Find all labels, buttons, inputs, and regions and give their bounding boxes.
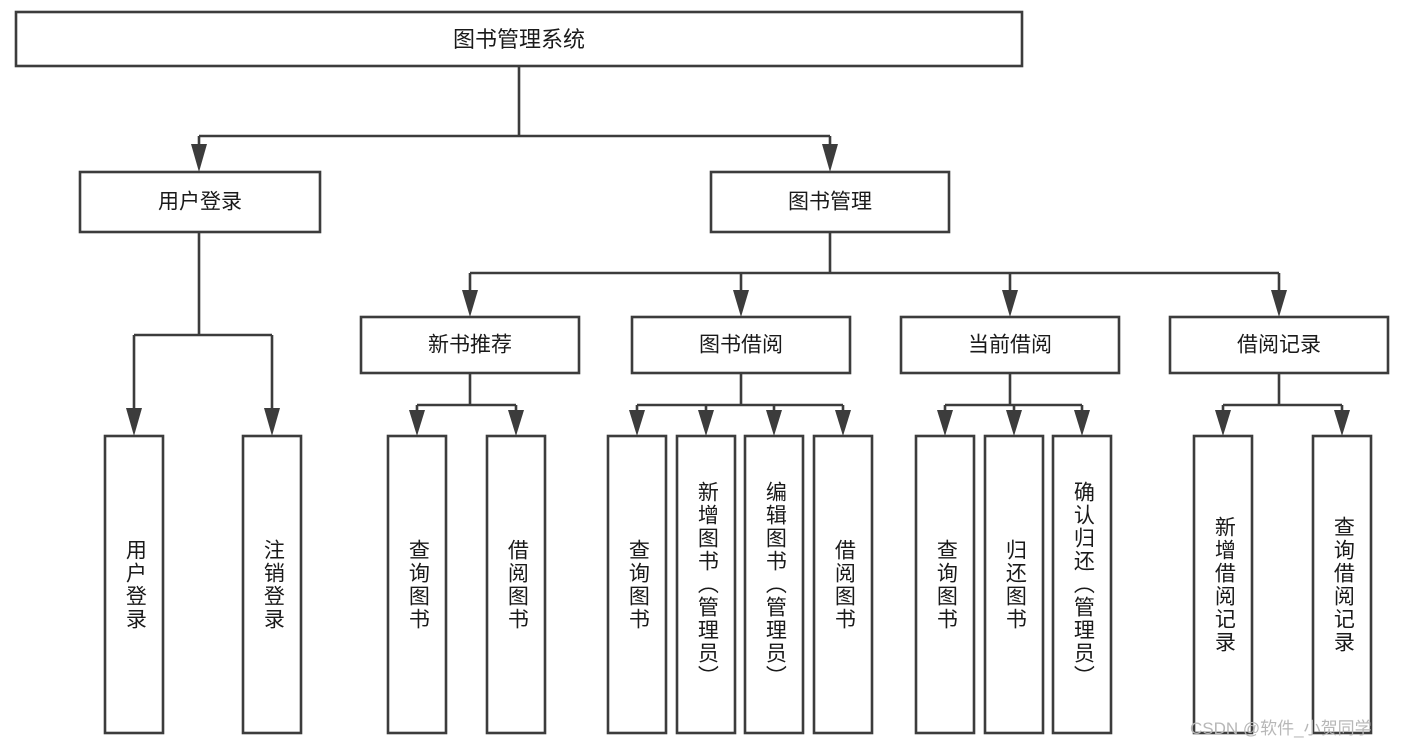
arrow-head-leaf-confirm-return bbox=[1074, 410, 1090, 436]
node-leaf-add-book[interactable] bbox=[675, 434, 737, 735]
connector-layer bbox=[126, 66, 1350, 436]
arrow-head-borrow-record bbox=[1271, 290, 1287, 317]
node-current-borrow-label: 当前借阅 bbox=[968, 334, 1052, 357]
node-leaf-confirm-return[interactable] bbox=[1051, 434, 1113, 735]
arrow-head-leaf-add-book bbox=[698, 410, 714, 436]
node-user-login-label: 用户登录 bbox=[158, 191, 242, 214]
node-leaf-borrow-book-1[interactable] bbox=[485, 434, 547, 735]
node-leaf-borrow-book-2[interactable] bbox=[812, 434, 874, 735]
watermark-text: CSDN @软件_小贺同学 bbox=[1190, 719, 1372, 738]
arrow-head-new-book-rec bbox=[462, 290, 478, 317]
node-new-book-rec-label: 新书推荐 bbox=[428, 334, 512, 357]
arrow-head-book-borrow bbox=[733, 290, 749, 317]
node-leaf-add-record[interactable] bbox=[1192, 434, 1254, 735]
node-leaf-query-book-3[interactable] bbox=[914, 434, 976, 735]
node-book-borrow[interactable] bbox=[630, 315, 852, 375]
node-leaf-query-book-1[interactable] bbox=[386, 434, 448, 735]
arrow-head-book-manage bbox=[822, 144, 838, 172]
node-book-manage[interactable] bbox=[709, 170, 951, 234]
node-new-book-rec[interactable] bbox=[359, 315, 581, 375]
node-user-login[interactable] bbox=[78, 170, 322, 234]
node-leaf-query-book-2[interactable] bbox=[606, 434, 668, 735]
node-root[interactable] bbox=[14, 10, 1024, 68]
node-leaf-edit-book[interactable] bbox=[743, 434, 805, 735]
node-root-label: 图书管理系统 bbox=[453, 27, 585, 52]
arrow-head-leaf-user-login bbox=[126, 408, 142, 436]
arrow-head-leaf-user-logout bbox=[264, 408, 280, 436]
node-borrow-record[interactable] bbox=[1168, 315, 1390, 375]
arrow-head-leaf-edit-book bbox=[766, 410, 782, 436]
node-book-manage-label: 图书管理 bbox=[788, 191, 872, 214]
node-layer: 图书管理系统 用户登录 图书管理 新书推荐 图书借阅 当前借阅 借阅记录 bbox=[14, 10, 1390, 735]
node-current-borrow[interactable] bbox=[899, 315, 1121, 375]
arrow-head-leaf-query-book-2 bbox=[629, 410, 645, 436]
node-leaf-return-book[interactable] bbox=[983, 434, 1045, 735]
arrow-head-leaf-borrow-book-2 bbox=[835, 410, 851, 436]
node-leaf-query-record[interactable] bbox=[1311, 434, 1373, 735]
arrow-head-current-borrow bbox=[1002, 290, 1018, 317]
arrow-head-leaf-query-record bbox=[1334, 410, 1350, 436]
arrow-head-leaf-query-book-3 bbox=[937, 410, 953, 436]
arrow-head-leaf-borrow-book-1 bbox=[508, 410, 524, 436]
arrow-head-leaf-add-record bbox=[1215, 410, 1231, 436]
arrow-head-leaf-query-book-1 bbox=[409, 410, 425, 436]
node-leaf-user-login[interactable] bbox=[103, 434, 165, 735]
node-leaf-user-logout[interactable] bbox=[241, 434, 303, 735]
node-borrow-record-label: 借阅记录 bbox=[1237, 334, 1321, 357]
arrow-head-user-login bbox=[191, 144, 207, 172]
node-book-borrow-label: 图书借阅 bbox=[699, 334, 783, 357]
arrow-head-leaf-return-book bbox=[1006, 410, 1022, 436]
